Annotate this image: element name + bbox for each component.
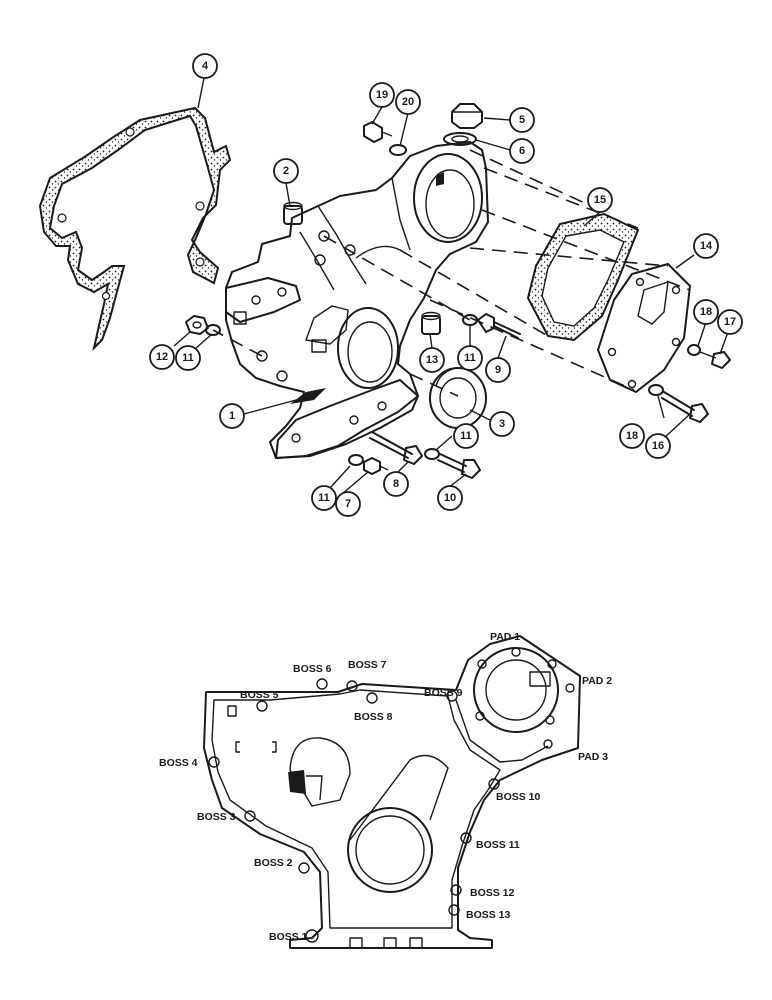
timing-cover-1 [225, 141, 489, 459]
oil-seal-3 [429, 367, 487, 429]
callout-11b: 11 [457, 345, 483, 371]
callout-8: 8 [383, 471, 409, 497]
bolt-7 [363, 457, 389, 475]
callout-20-text: 20 [402, 96, 414, 108]
gasket-4 [38, 106, 232, 352]
callout-13: 13 [419, 347, 445, 373]
callout-9: 9 [485, 357, 511, 383]
callout-15-text: 15 [594, 194, 606, 206]
callout-12-text: 12 [156, 351, 168, 363]
callout-5: 5 [509, 107, 535, 133]
callout-5-text: 5 [519, 114, 525, 126]
label-pad-3: PAD 3 [578, 751, 608, 763]
washer-11-lower-right [424, 448, 440, 460]
callout-leaders [173, 77, 729, 495]
label-boss-6: BOSS 6 [293, 663, 332, 675]
callout-6: 6 [509, 138, 535, 164]
callout-1-text: 1 [229, 410, 235, 422]
label-boss-3: BOSS 3 [197, 811, 236, 823]
callout-14-text: 14 [700, 240, 713, 252]
callout-14: 14 [693, 233, 719, 259]
callout-20: 20 [395, 89, 421, 115]
callout-10-text: 10 [444, 492, 456, 504]
label-boss-1: BOSS 1 [269, 931, 308, 943]
callout-16: 16 [645, 433, 671, 459]
bolt-8 [369, 431, 423, 465]
callout-11a-text: 11 [182, 352, 194, 364]
callout-12: 12 [149, 344, 175, 370]
label-boss-2: BOSS 2 [254, 857, 293, 869]
callout-11c: 11 [453, 423, 479, 449]
callout-18a-text: 18 [700, 306, 712, 318]
callout-2: 2 [273, 158, 299, 184]
callout-17: 17 [717, 309, 743, 335]
callout-11b-text: 11 [464, 352, 476, 364]
callout-19: 19 [369, 82, 395, 108]
outline-labels: PAD 1 PAD 2 PAD 3 BOSS 1 BOSS 2 BOSS 3 B… [159, 631, 612, 943]
callout-11d: 11 [311, 485, 337, 511]
label-boss-5: BOSS 5 [240, 689, 279, 701]
callout-8-text: 8 [393, 478, 399, 490]
bolt-9 [477, 313, 521, 339]
callout-10: 10 [437, 485, 463, 511]
callout-3: 3 [489, 411, 515, 437]
washer-20 [389, 144, 407, 156]
callout-9-text: 9 [495, 364, 501, 376]
callout-18a: 18 [693, 299, 719, 325]
callout-2-text: 2 [283, 165, 289, 177]
callout-18b-text: 18 [626, 430, 638, 442]
callout-7: 7 [335, 491, 361, 517]
callout-16-text: 16 [652, 440, 664, 452]
callout-18b: 18 [619, 423, 645, 449]
label-boss-8: BOSS 8 [354, 711, 393, 723]
alignment-lines [212, 149, 691, 397]
washer-11-lower-left [348, 454, 364, 466]
label-boss-4: BOSS 4 [159, 757, 198, 769]
bolt-10 [437, 453, 481, 479]
callout-11d-text: 11 [318, 492, 330, 504]
dowel-sleeve-13 [421, 311, 441, 335]
callout-4: 4 [192, 53, 218, 79]
callout-17-text: 17 [724, 316, 736, 328]
callout-6-text: 6 [519, 145, 525, 157]
bolt-16 [661, 391, 709, 423]
cover-plate-14 [597, 263, 691, 393]
label-boss-10: BOSS 10 [496, 791, 541, 803]
callout-1: 1 [219, 403, 245, 429]
gasket-15 [526, 212, 640, 342]
cover-outline-view [203, 635, 581, 949]
label-boss-7: BOSS 7 [348, 659, 387, 671]
label-boss-13: BOSS 13 [466, 909, 511, 921]
dowel-sleeve-2 [283, 201, 303, 225]
washer-18-lower [648, 384, 664, 396]
washer-11-left [205, 324, 221, 336]
callout-3-text: 3 [499, 418, 505, 430]
callout-15: 15 [587, 187, 613, 213]
label-boss-12: BOSS 12 [470, 887, 515, 899]
label-pad-2: PAD 2 [582, 675, 612, 687]
label-boss-9: BOSS 9 [424, 687, 463, 699]
nut-12 [185, 315, 209, 335]
label-pad-1: PAD 1 [490, 631, 520, 643]
callout-11c-text: 11 [460, 430, 472, 442]
callout-13-text: 13 [426, 354, 438, 366]
washer-18-upper [687, 344, 701, 356]
callout-7-text: 7 [345, 498, 351, 510]
filler-plug-5 [451, 103, 483, 129]
callout-11a: 11 [175, 345, 201, 371]
callout-19-text: 19 [376, 89, 388, 101]
bolt-19 [363, 121, 393, 143]
callout-4-text: 4 [202, 60, 209, 72]
washer-6 [443, 132, 477, 146]
label-boss-11: BOSS 11 [476, 839, 520, 851]
bolt-17 [699, 351, 731, 369]
